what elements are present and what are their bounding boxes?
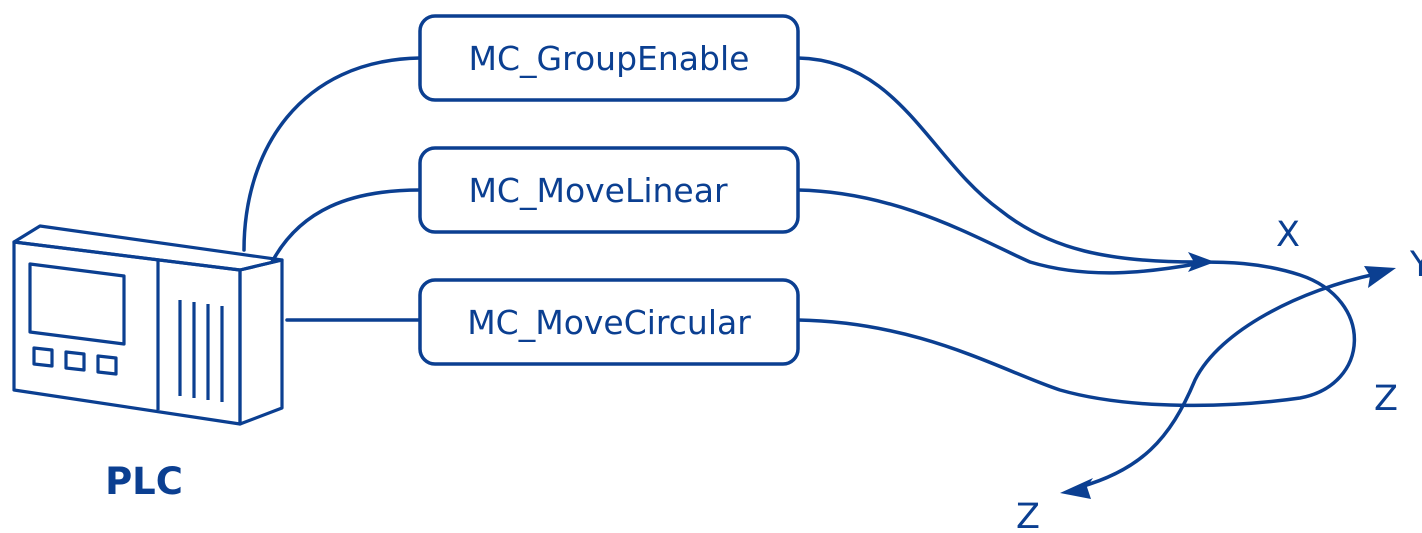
- z-axis-label-right: Z: [1374, 379, 1398, 419]
- fb-move-circular-label: MC_MoveCircular: [467, 303, 751, 342]
- plc-button-3: [96, 354, 118, 376]
- z-axis-label-bottom: Z: [1016, 497, 1040, 533]
- wire-plc-to-move-linear: [270, 188, 422, 264]
- fb-move-linear-box: [418, 146, 800, 234]
- fb-group-enable-box: [418, 14, 800, 102]
- wire-move-circular-to-trajectory: [796, 260, 1357, 408]
- wire-move-linear-to-x-axis: [796, 188, 1198, 275]
- fb-move-circular: MC_MoveCircular: [418, 278, 800, 366]
- plc-vents: [178, 300, 224, 402]
- fb-group-enable: MC_GroupEnable: [418, 14, 800, 102]
- plc-button-1: [32, 346, 54, 368]
- fb-move-linear: MC_MoveLinear: [418, 146, 800, 234]
- x-axis-arrowhead: [1188, 252, 1215, 272]
- x-axis-label: X: [1276, 215, 1300, 255]
- fb-move-linear-label: MC_MoveLinear: [468, 171, 728, 210]
- plc-screen: [28, 262, 126, 346]
- plc-label: PLC: [105, 460, 183, 503]
- y-axis-arrowhead: [1364, 266, 1396, 288]
- wire-group-enable-to-x-axis: [796, 56, 1198, 264]
- fb-group-enable-label: MC_GroupEnable: [469, 39, 750, 78]
- plc-button-2: [64, 350, 86, 372]
- y-z-axis-line: [1078, 272, 1378, 489]
- y-axis-label: Y: [1409, 245, 1422, 285]
- wire-plc-to-group-enable: [242, 56, 422, 252]
- fb-move-circular-box: [418, 278, 800, 366]
- z-axis-arrowhead: [1060, 478, 1093, 499]
- plc-device-icon: [12, 224, 284, 426]
